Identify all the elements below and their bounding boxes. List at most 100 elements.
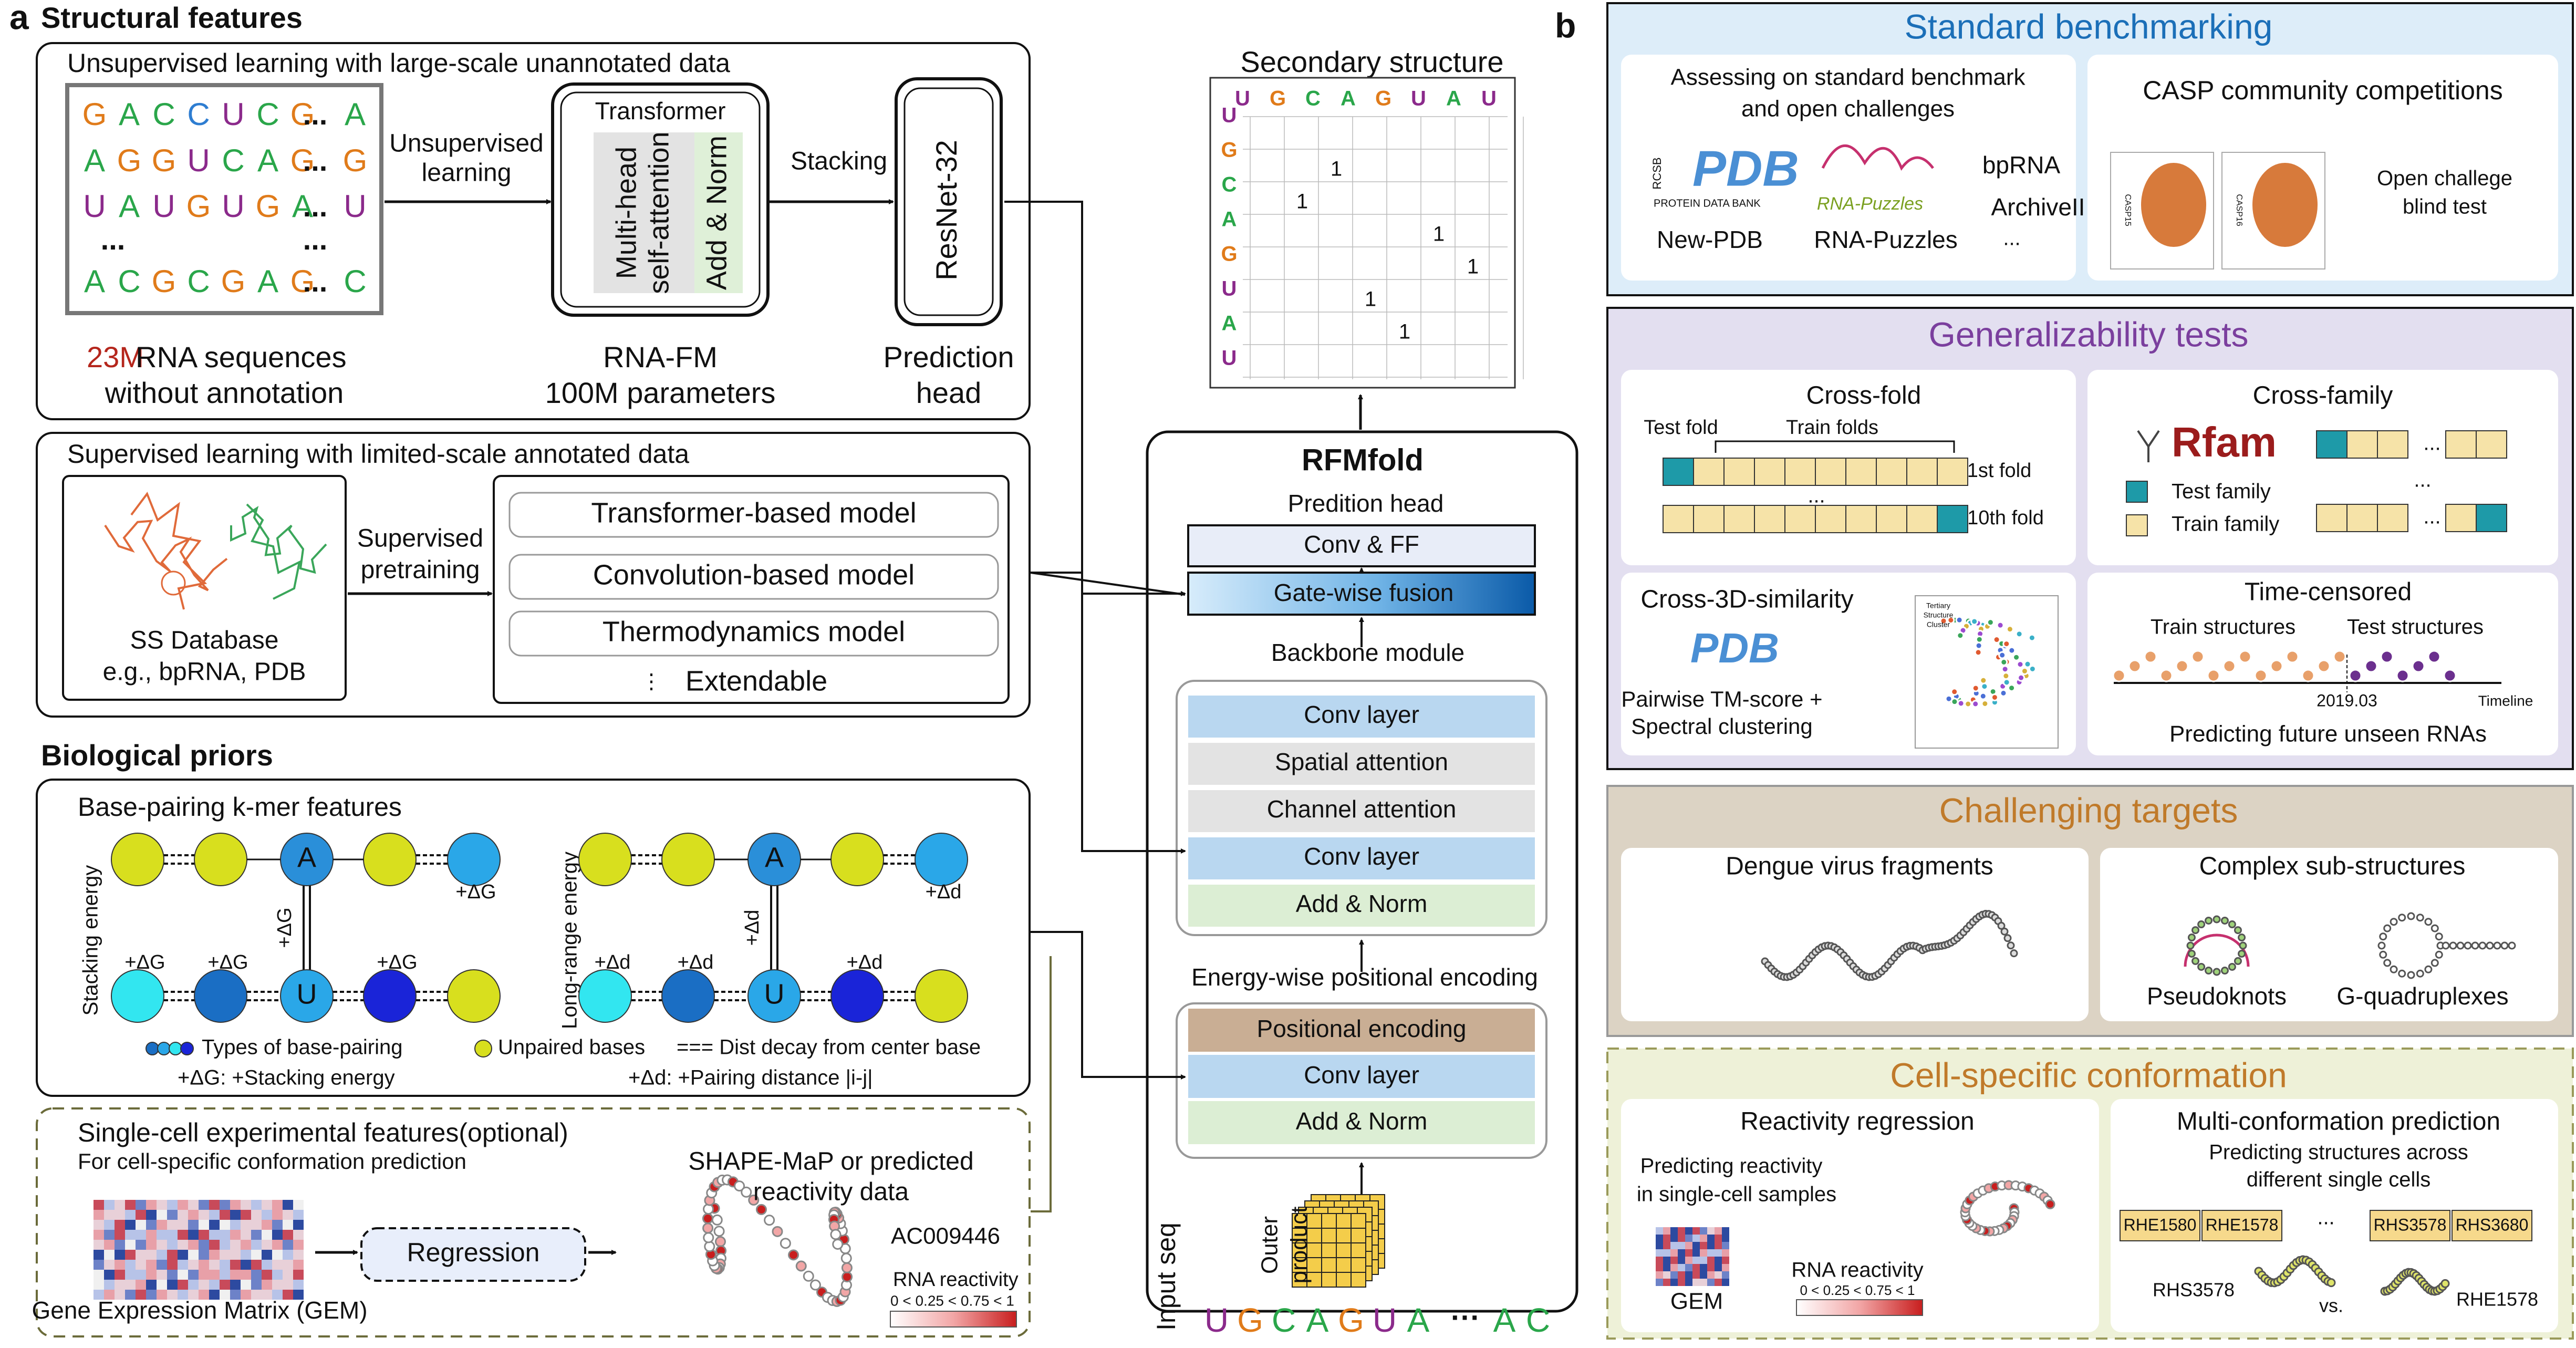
gem-cell — [1685, 1264, 1692, 1271]
resnet-outer — [895, 77, 1003, 326]
gem-cell — [94, 1270, 104, 1280]
center-base-U: U — [297, 978, 317, 1010]
unpaired-base — [363, 833, 417, 886]
react-label-b: RNA reactivity — [1791, 1259, 1923, 1282]
gem-cell — [146, 1290, 157, 1300]
reactivity-node — [780, 1238, 791, 1249]
gquad-node — [2449, 941, 2457, 950]
gem-cell — [262, 1280, 272, 1290]
gem-cell — [115, 1280, 125, 1290]
gem-cell — [1685, 1235, 1692, 1242]
gem-cell — [283, 1270, 293, 1280]
gquad-node — [2377, 941, 2386, 950]
gem-cell — [199, 1290, 209, 1300]
epe-layer-label: Conv layer — [1304, 1061, 1419, 1088]
ss-title: Secondary structure — [1240, 45, 1503, 78]
gem-cell — [1692, 1249, 1700, 1257]
pseudoknot-node — [2238, 949, 2246, 958]
gem-cell — [272, 1220, 283, 1230]
rnafm-label: RNA-FM — [603, 340, 718, 374]
standard-title: Standard benchmarking — [1905, 7, 2273, 46]
gquad-node — [2435, 950, 2443, 959]
dengue-card — [1621, 848, 2089, 1021]
gem-cell — [1670, 1249, 1678, 1257]
input-letter: C — [1272, 1301, 1296, 1339]
gem-cell — [293, 1240, 304, 1250]
casp-protein-art — [2141, 163, 2206, 247]
sequence-letter: G — [290, 264, 315, 299]
testfold-label: Test fold — [1644, 417, 1718, 439]
legend-distance: +Δd: +Pairing distance |i-j| — [628, 1066, 873, 1090]
reactivity-node — [788, 1249, 799, 1261]
reactivity-node — [772, 1226, 783, 1237]
sequence-letter: C — [152, 97, 175, 132]
complex-title: Complex sub-structures — [2199, 853, 2466, 880]
gem-cell — [1722, 1264, 1729, 1271]
sequence-letter: G — [82, 97, 107, 132]
pseudoknot-node — [2213, 968, 2221, 976]
gem-cell — [1715, 1257, 1722, 1264]
center-base-A: A — [765, 842, 784, 873]
structural-heading: Structural features — [41, 1, 303, 34]
archive-label: ArchiveII — [1991, 193, 2085, 221]
train-str-label: Train structures — [2151, 616, 2295, 639]
reg-sub-1: Predicting reactivity — [1640, 1155, 1823, 1178]
gquad-node — [2390, 918, 2398, 926]
legend-decay: === Dist decay from center base — [677, 1036, 981, 1059]
gem-cell — [1722, 1235, 1729, 1242]
gem-cell — [251, 1200, 262, 1210]
cluster-point — [1975, 641, 1983, 650]
gem-cell — [1707, 1227, 1715, 1235]
cluster-point — [2001, 665, 2009, 673]
fold-cell — [1754, 458, 1785, 486]
gem-cell — [241, 1230, 251, 1240]
gem-cell — [220, 1230, 230, 1240]
fold1-label: 1st fold — [1967, 460, 2032, 482]
gem-cell — [1678, 1235, 1685, 1242]
cluster-point — [1945, 694, 1953, 703]
sequence-letter: U — [152, 189, 175, 224]
input-seq-label: Input seq — [1151, 1222, 1181, 1331]
fold-cell — [1876, 505, 1907, 533]
matrix-row-label: U — [1222, 277, 1237, 300]
pair-indicator: 1 — [1365, 288, 1376, 311]
model-label: Transformer-based model — [591, 497, 916, 528]
gem-cell — [188, 1270, 199, 1280]
gem-cell — [283, 1280, 293, 1290]
epe-layer — [1188, 1055, 1535, 1098]
gem-cell — [115, 1260, 125, 1270]
input-letter: G — [1338, 1301, 1364, 1339]
transformer-label: Transformer — [595, 97, 726, 125]
gem-cell — [104, 1260, 115, 1270]
gem-cell — [1722, 1279, 1729, 1286]
fold-cell — [1754, 505, 1785, 533]
outer-product-cell — [1321, 1272, 1337, 1288]
backbone-layer — [1188, 885, 1535, 927]
model-label: Convolution-based model — [593, 559, 915, 590]
gem-cell — [251, 1210, 262, 1220]
outer-product-cell — [1336, 1228, 1352, 1243]
fold-cell — [1723, 505, 1755, 533]
gem-cell — [241, 1260, 251, 1270]
gem-cell — [293, 1200, 304, 1210]
energy-label: +Δd — [847, 951, 883, 973]
timeline-point — [2396, 669, 2409, 682]
gem-cell — [125, 1220, 136, 1230]
energy-label: +Δd — [678, 951, 714, 973]
gem-cell — [230, 1260, 241, 1270]
pseudoknot-node — [2191, 926, 2200, 935]
sa-label: self-attention — [643, 131, 674, 294]
family-cell — [2377, 504, 2408, 532]
cell-tag — [2120, 1210, 2200, 1241]
cell-tag — [2370, 1210, 2450, 1241]
gem-cell — [220, 1270, 230, 1280]
gem-cell — [293, 1250, 304, 1260]
gem-cell — [94, 1230, 104, 1240]
gem-cell — [167, 1250, 178, 1260]
epe-layer — [1188, 1009, 1535, 1052]
cluster-point — [1981, 699, 1989, 708]
gem-cell — [199, 1220, 209, 1230]
sequence-letter: C — [187, 97, 210, 132]
pdb-bank-text: PROTEIN DATA BANK — [1654, 198, 1761, 209]
gem-cell — [125, 1200, 136, 1210]
